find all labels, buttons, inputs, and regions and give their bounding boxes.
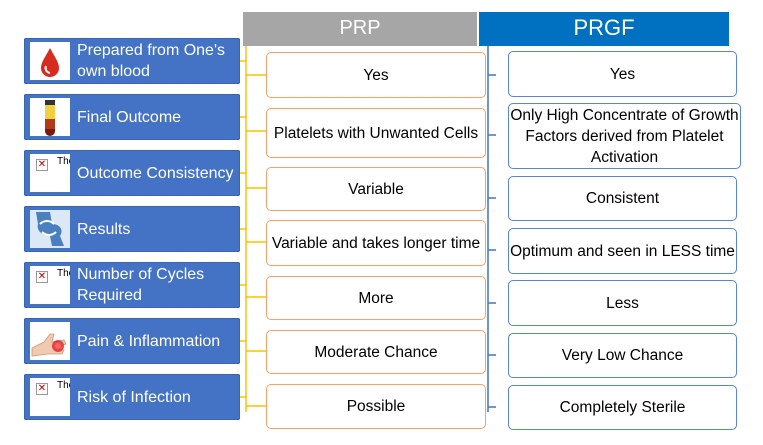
category-label: Prepared from One's own blood: [77, 42, 226, 80]
prgf-value-box: Consistent: [508, 176, 737, 221]
prp-header-label: PRP: [339, 16, 381, 39]
category-pain-inflammation: Pain & Inflammation: [24, 318, 240, 364]
category-risk-of-infection: ✕ The Risk of Infection: [24, 374, 240, 420]
category-label: Outcome Consistency: [77, 164, 234, 182]
prp-value-box: Moderate Chance: [266, 330, 486, 374]
prgf-value-box: Very Low Chance: [508, 333, 737, 378]
prgf-header-label: PRGF: [573, 15, 635, 40]
broken-image-mark: ✕: [36, 159, 48, 171]
category-outcome-consistency: ✕ The Outcome Consistency: [24, 150, 240, 196]
prp-value-box: More: [266, 276, 486, 320]
prgf-value-box: Less: [508, 280, 737, 326]
category-label: Number of Cycles Required: [77, 266, 205, 304]
broken-image-alt-text: The: [57, 156, 70, 167]
prp-value-box: Possible: [266, 384, 486, 429]
category-cycles-required: ✕ The Number of Cycles Required: [24, 262, 240, 308]
prp-value-box: Variable: [266, 167, 486, 211]
broken-image-alt-text: The: [57, 380, 70, 391]
prgf-header: PRGF: [479, 12, 729, 44]
prp-value-box: Yes: [266, 52, 486, 98]
broken-image-icon: ✕ The: [30, 378, 70, 416]
inflamed-hand-icon: [30, 322, 70, 360]
category-label: Risk of Infection: [77, 388, 191, 406]
category-final-outcome: Final Outcome: [24, 94, 240, 140]
category-label: Pain & Inflammation: [77, 332, 221, 350]
prp-value-box: Platelets with Unwanted Cells: [266, 108, 486, 158]
prgf-value-box: Completely Sterile: [508, 385, 737, 430]
broken-image-alt-text: The: [57, 268, 70, 279]
prgf-value-box: Yes: [508, 51, 737, 97]
blood-drop-icon: [30, 42, 70, 80]
broken-image-mark: ✕: [36, 271, 48, 283]
knee-joint-icon: [30, 210, 70, 248]
prp-header: PRP: [243, 12, 477, 44]
broken-image-icon: ✕ The: [30, 154, 70, 192]
prgf-value-box: Only High Concentrate of Growth Factors …: [508, 103, 741, 169]
broken-image-mark: ✕: [36, 383, 48, 395]
broken-image-icon: ✕ The: [30, 266, 70, 304]
category-label: Final Outcome: [77, 108, 182, 126]
category-results: Results: [24, 206, 240, 252]
test-tube-icon: [30, 98, 70, 136]
category-blood-source: Prepared from One's own blood: [24, 38, 240, 84]
prp-value-box: Variable and takes longer time: [266, 220, 486, 266]
category-label: Results: [77, 220, 131, 238]
prgf-value-box: Optimum and seen in LESS time: [508, 228, 737, 274]
